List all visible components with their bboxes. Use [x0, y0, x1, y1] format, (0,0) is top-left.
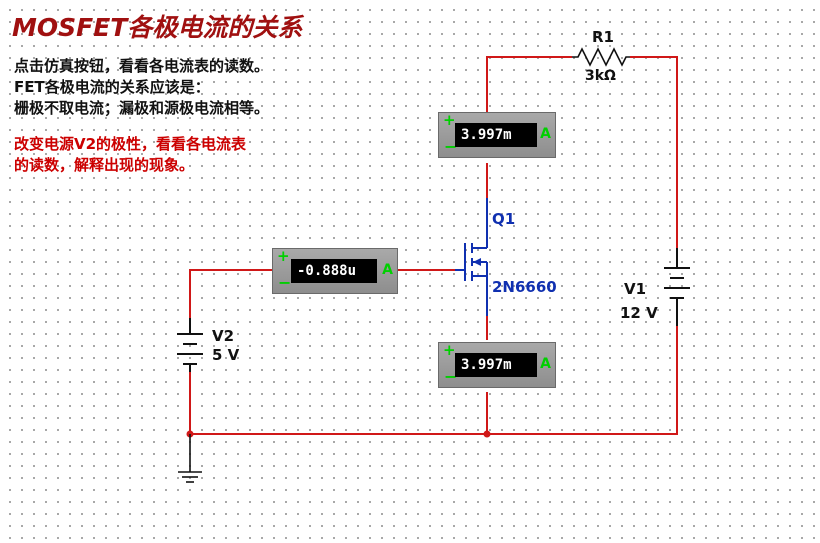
wire-r1-right: [630, 56, 678, 248]
ammeter-gate-reading: -0.888u: [291, 259, 377, 283]
instruction-line-1: 点击仿真按钮，看看各电流表的读数。: [14, 57, 270, 75]
meter-minus-terminal: −: [278, 273, 292, 292]
ammeter-source[interactable]: + − 3.997m A: [438, 341, 556, 388]
wire-r1-left: [486, 56, 572, 112]
meter-unit: A: [382, 262, 393, 278]
instruction-line-3: 栅极不取电流；漏极和源极电流相等。: [14, 99, 270, 117]
v2-value-label: 5 V: [212, 346, 240, 364]
q1-model-label: 2N6660: [492, 278, 557, 296]
v1-value-label: 12 V: [620, 304, 658, 322]
wire-v2-to-meter: [189, 269, 272, 318]
meter-plus-terminal: +: [277, 247, 290, 265]
task-line-1: 改变电源V2的极性，看看各电流表: [14, 135, 247, 153]
q1-name-label: Q1: [492, 210, 516, 228]
ammeter-drain-reading: 3.997m: [455, 123, 537, 147]
meter-unit: A: [540, 126, 551, 142]
junction-dot-middle: [483, 430, 491, 438]
instruction-line-2: FET各极电流的关系应该是：: [14, 78, 210, 96]
v2-name-label: V2: [212, 327, 235, 345]
resistor-r1[interactable]: [572, 47, 630, 67]
r1-value-label: 3kΩ: [585, 68, 616, 84]
mosfet-arrow-icon: [473, 258, 481, 266]
v1-name-label: V1: [624, 280, 647, 298]
task-line-2: 的读数，解释出现的现象。: [14, 156, 195, 174]
mosfet-q1[interactable]: [455, 198, 488, 316]
page-title: MOSFET各极电流的关系: [12, 13, 303, 42]
meter-plus-terminal: +: [443, 341, 456, 359]
battery-v1[interactable]: [664, 248, 690, 326]
meter-unit: A: [540, 356, 551, 372]
battery-v2[interactable]: [177, 318, 203, 372]
ammeter-drain[interactable]: + − 3.997m A: [438, 111, 556, 158]
ground-icon: [178, 434, 202, 483]
meter-minus-terminal: −: [444, 367, 458, 386]
meter-minus-terminal: −: [444, 137, 458, 156]
ammeter-source-reading: 3.997m: [455, 353, 537, 377]
r1-name-label: R1: [592, 28, 614, 46]
meter-plus-terminal: +: [443, 111, 456, 129]
ammeter-gate[interactable]: + − -0.888u A: [272, 247, 398, 294]
wire-bottom-loop: [189, 326, 678, 435]
red-wires: [189, 56, 678, 435]
